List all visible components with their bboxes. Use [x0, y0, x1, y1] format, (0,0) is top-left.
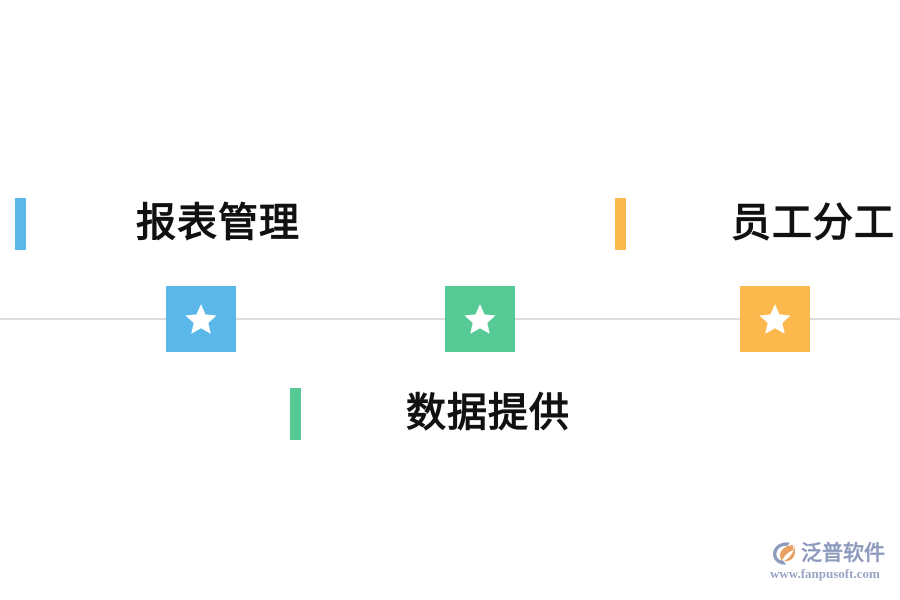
fanpu-logo-icon: [773, 542, 796, 565]
star-icon: [464, 304, 496, 334]
milestone-label-data-provision: 数据提供: [406, 390, 570, 436]
accent-bar-report-management: [15, 198, 26, 250]
star-icon: [185, 304, 217, 334]
accent-bar-staff-division: [615, 198, 626, 250]
milestone-node-staff-division[interactable]: [740, 286, 810, 352]
milestone-node-data-provision[interactable]: [445, 286, 515, 352]
star-icon: [759, 304, 791, 334]
watermark-brand-row: 泛普软件: [770, 538, 885, 568]
accent-bar-data-provision: [290, 388, 301, 440]
watermark-url-text: www.fanpusoft.com: [770, 566, 880, 581]
milestone-node-report-management[interactable]: [166, 286, 236, 352]
milestone-label-report-management: 报表管理: [136, 200, 300, 246]
milestone-label-staff-division: 员工分工: [731, 200, 895, 246]
watermark: 泛普软件 www.fanpusoft.com: [770, 536, 895, 584]
watermark-brand-text: 泛普软件: [801, 541, 885, 565]
